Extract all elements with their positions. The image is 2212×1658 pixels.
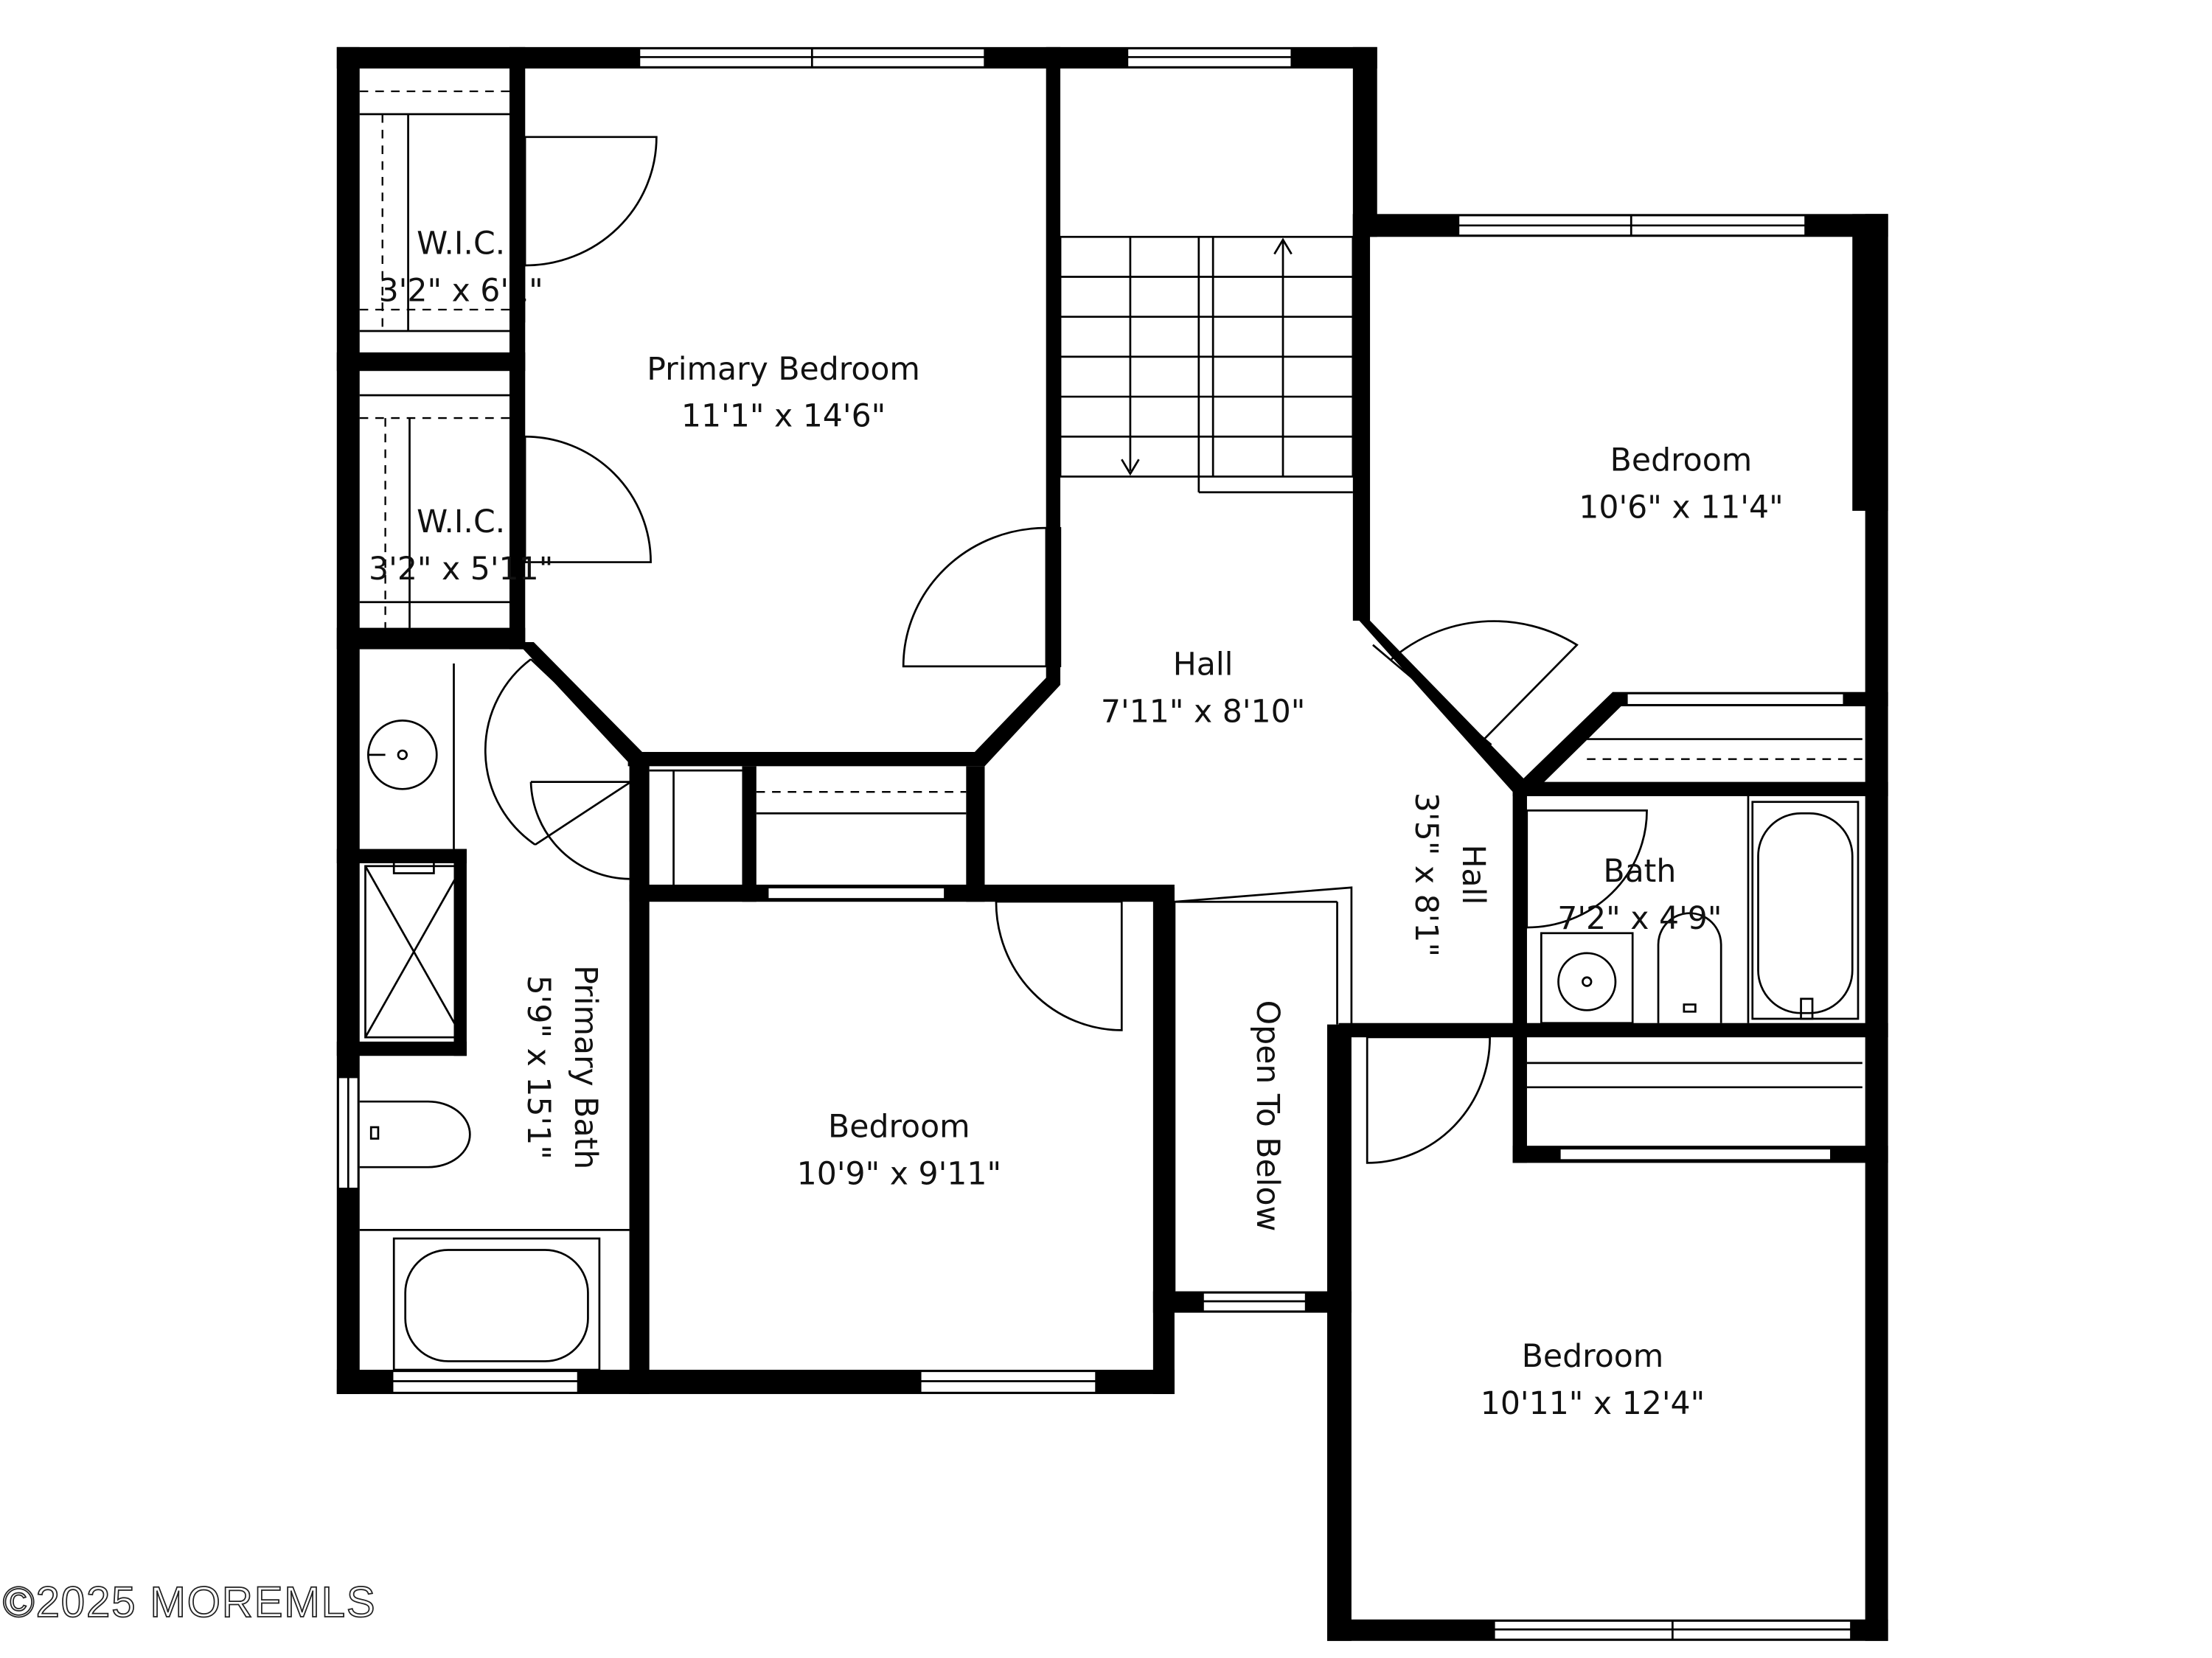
primary-bedroom-name: Primary Bedroom (647, 351, 920, 388)
wic1-name: W.I.C. (417, 226, 505, 262)
primary-bedroom-dims: 11'1" x 14'6" (681, 398, 886, 435)
wic2-name: W.I.C. (417, 504, 505, 540)
windows (337, 47, 1852, 1641)
watermark: ©2025 MOREMLS (3, 1578, 377, 1626)
bath-dims: 7'2" x 4'9" (1557, 900, 1722, 937)
hall-name: Hall (1173, 646, 1234, 683)
primary-bath-name: Primary Bath (567, 965, 604, 1169)
wic2-dims: 3'2" x 5'11" (369, 551, 553, 588)
bedroom-mid-dims: 10'9" x 9'11" (797, 1155, 1001, 1192)
bath-name: Bath (1603, 853, 1676, 890)
doors (484, 136, 1648, 1164)
bedroom-se-name: Bedroom (1522, 1338, 1664, 1375)
room-labels: W.I.C. 3'2" x 6'1" W.I.C. 3'2" x 5'11" P… (369, 226, 1784, 1423)
bedroom-ne-dims: 10'6" x 11'4" (1579, 490, 1783, 526)
primary-bath-dims: 5'9" x 15'1" (520, 975, 557, 1160)
bedroom-se-dims: 10'11" x 12'4" (1481, 1385, 1705, 1422)
open-to-below-label: Open To Below (1249, 1000, 1286, 1232)
bedroom-ne-name: Bedroom (1610, 442, 1753, 479)
hall2-name: Hall (1455, 845, 1492, 905)
hall2-dims: 3'5" x 8'1" (1408, 793, 1444, 957)
hall-dims: 7'11" x 8'10" (1101, 693, 1305, 730)
fixtures (359, 90, 1863, 1371)
bedroom-mid-name: Bedroom (828, 1109, 970, 1146)
